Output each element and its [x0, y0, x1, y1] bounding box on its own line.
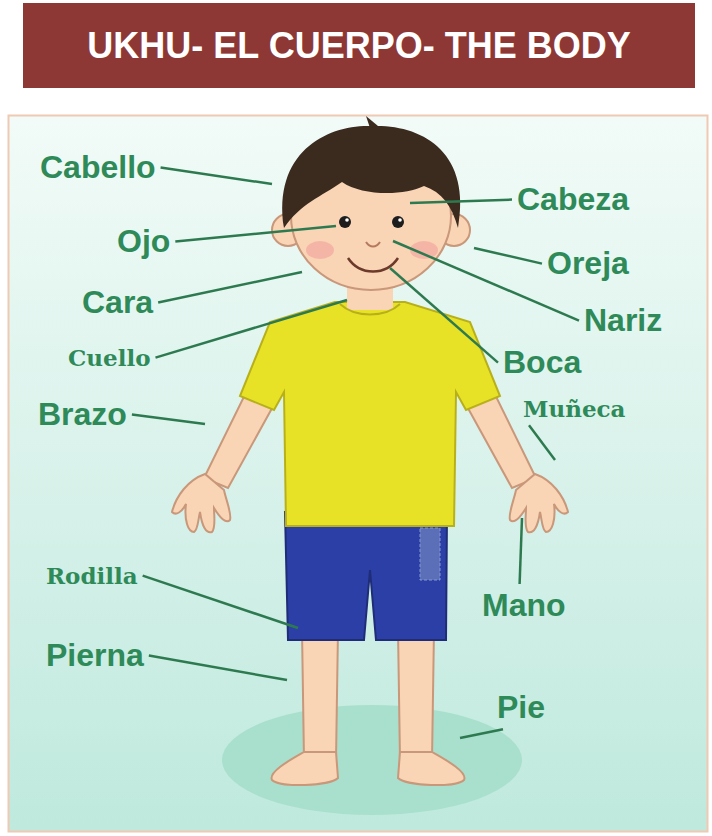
legs — [272, 630, 465, 785]
eye — [392, 216, 404, 228]
leader-line — [529, 425, 555, 460]
mouth — [348, 258, 398, 272]
cheek — [306, 241, 334, 259]
leader-line — [474, 248, 542, 264]
eye — [339, 216, 351, 228]
shorts — [285, 512, 447, 640]
title: UKHU- EL CUERPO- THE BODY — [87, 25, 630, 67]
leader-line — [390, 268, 498, 363]
part-label: Cabeza — [517, 182, 629, 217]
cheek — [410, 241, 438, 259]
leader-line — [143, 576, 298, 628]
shirt — [240, 302, 500, 526]
hair — [282, 126, 460, 228]
part-label: Muñeca — [523, 396, 625, 421]
leader-line — [520, 518, 522, 584]
leader-line — [158, 272, 302, 303]
leader-line — [132, 415, 205, 424]
part-label: Ojo — [117, 224, 170, 259]
part-label: Nariz — [584, 303, 662, 338]
part-label: Rodilla — [46, 563, 138, 588]
part-label: Pierna — [46, 638, 144, 673]
picture-frame — [9, 116, 708, 832]
shorts-patch — [420, 528, 440, 580]
nose — [366, 242, 380, 247]
part-label: Cuello — [68, 345, 150, 370]
part-label: Oreja — [547, 246, 629, 281]
part-label: Mano — [482, 588, 566, 623]
part-label: Pie — [497, 690, 545, 725]
part-label: Boca — [503, 345, 581, 380]
leader-line — [460, 729, 503, 738]
leader-line — [155, 300, 347, 358]
leader-line — [149, 656, 287, 680]
title-banner: UKHU- EL CUERPO- THE BODY — [23, 3, 695, 88]
leader-line — [161, 168, 272, 184]
part-label: Cabello — [40, 150, 156, 185]
leader-line — [410, 200, 512, 203]
floor-shadow — [222, 705, 522, 815]
leader-line — [175, 226, 336, 242]
part-label: Brazo — [38, 397, 127, 432]
part-label: Cara — [82, 285, 153, 320]
